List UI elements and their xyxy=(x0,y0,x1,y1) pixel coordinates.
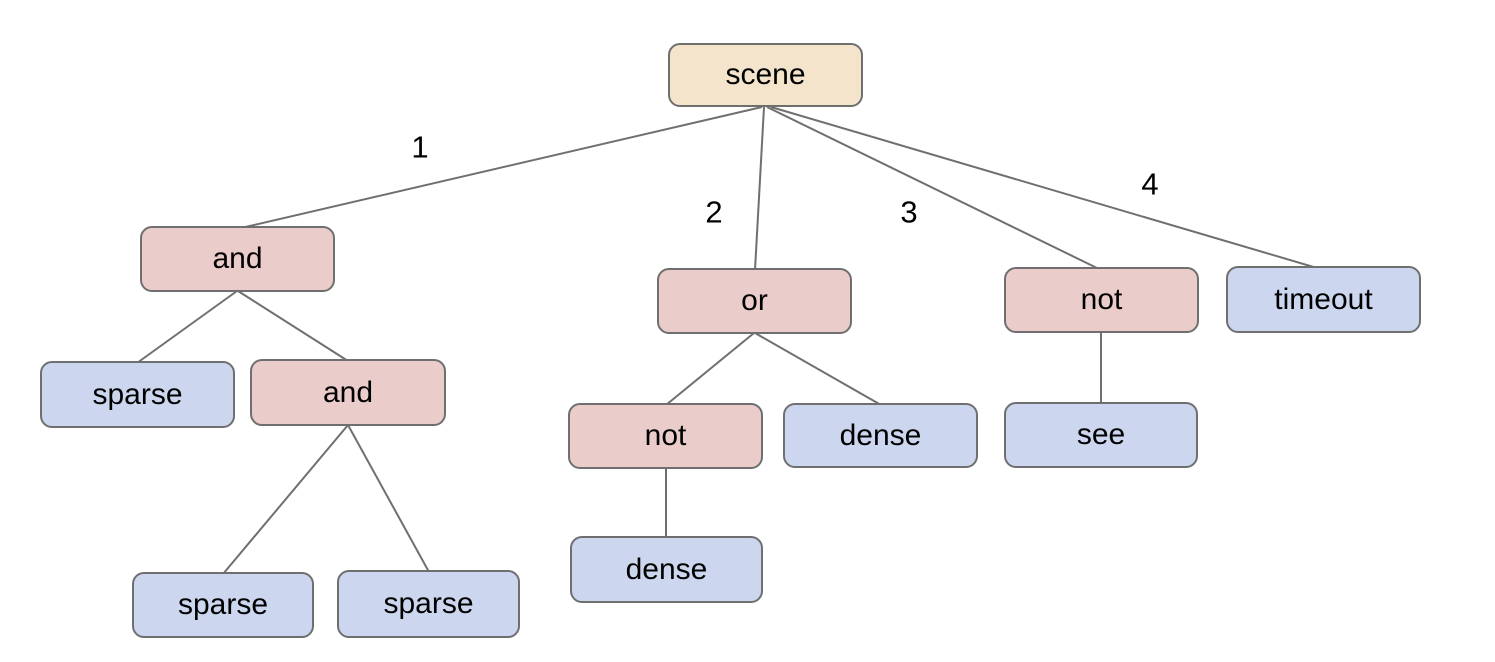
node-and: and xyxy=(140,226,335,292)
node-scene: scene xyxy=(668,43,863,107)
edge-scene-not xyxy=(766,106,1100,270)
edge-scene-timeout xyxy=(770,106,1318,269)
node-and-and-sparse-right: sparse xyxy=(337,570,520,638)
node-not-see: see xyxy=(1004,402,1198,468)
edge-or-not xyxy=(665,332,755,406)
node-or-dense: dense xyxy=(783,403,978,468)
edge-and-and xyxy=(237,290,349,362)
edge-and2-sparse-right xyxy=(347,424,430,573)
edge-or-dense xyxy=(754,332,882,406)
node-and-sparse: sparse xyxy=(40,361,235,428)
node-timeout: timeout xyxy=(1226,266,1421,333)
node-and-and-sparse-left: sparse xyxy=(132,572,314,638)
node-or-not-dense: dense xyxy=(570,536,763,603)
edge-label-2: 2 xyxy=(705,194,723,230)
edge-scene-or xyxy=(754,106,765,271)
node-or-not: not xyxy=(568,403,763,469)
edge-scene-and xyxy=(240,106,763,229)
node-and-and: and xyxy=(250,359,446,426)
node-or: or xyxy=(657,268,852,334)
edge-label-4: 4 xyxy=(1141,166,1159,202)
node-not: not xyxy=(1004,267,1199,333)
edge-label-1: 1 xyxy=(411,129,429,165)
edge-and2-sparse-left xyxy=(222,424,349,575)
edge-label-3: 3 xyxy=(900,194,918,230)
edge-and-sparse xyxy=(136,290,238,364)
